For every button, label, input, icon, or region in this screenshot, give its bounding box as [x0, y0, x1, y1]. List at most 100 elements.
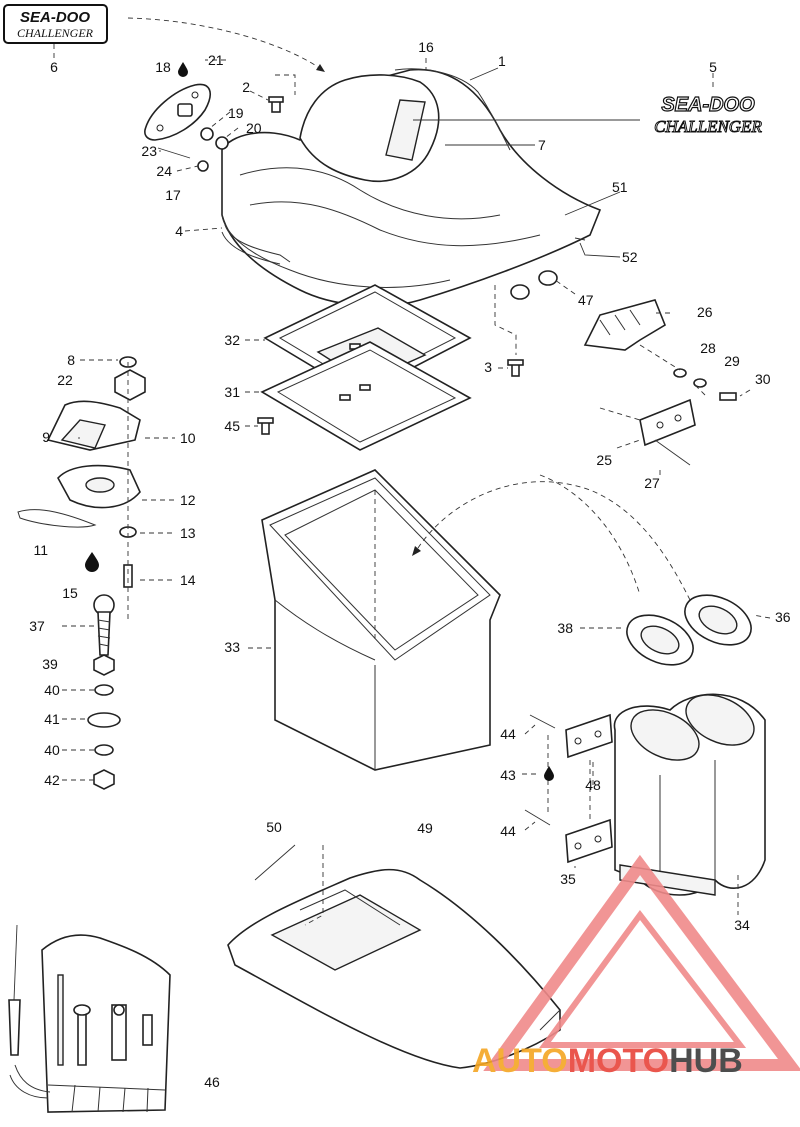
washer-19	[200, 127, 214, 141]
callout-p32: 32	[224, 332, 240, 348]
callout-p20: 20	[246, 120, 262, 136]
callout-p6: 6	[50, 59, 58, 75]
seat-bottom-edge	[221, 214, 451, 288]
seat-assembly	[221, 68, 602, 307]
callout-p27: 27	[644, 475, 660, 491]
nut-42	[93, 769, 115, 790]
washer-40a	[94, 684, 114, 696]
rivet-27	[654, 439, 691, 466]
callout-p9: 9	[42, 429, 50, 445]
seat-latch-hardware	[144, 62, 229, 172]
pin-23	[157, 147, 191, 159]
washer-24	[197, 160, 209, 172]
strap-plate-upper	[565, 713, 613, 759]
callout-p49: 49	[417, 820, 433, 836]
seat-decal-patch	[385, 99, 426, 161]
strap-plate-lower	[565, 818, 613, 864]
bracket-hole-icon-2	[191, 91, 199, 99]
callout-p11: 11	[33, 542, 48, 558]
bolt-2	[268, 96, 284, 113]
bolt-30	[719, 392, 737, 401]
callout-p18: 18	[155, 59, 171, 75]
decal-logo-small: SEA-DOO CHALLENGER	[3, 4, 108, 44]
seat-contour-1	[239, 167, 501, 220]
bracket-26	[583, 299, 666, 351]
callout-p19: 19	[228, 105, 244, 121]
decal-brand-text-large: SEA-DOO	[661, 94, 755, 116]
callout-p15: 15	[62, 585, 78, 601]
plate-25	[639, 398, 696, 447]
callout-p51: 51	[612, 179, 628, 195]
latch-assembly	[17, 356, 146, 588]
callout-p5: 5	[709, 59, 717, 75]
leader-screw-3	[494, 285, 517, 355]
callout-p40b: 40	[44, 742, 60, 758]
bumper-47a	[510, 284, 530, 300]
washer-29	[693, 378, 707, 388]
strap-hardware	[524, 713, 613, 864]
callout-p4: 4	[175, 223, 183, 239]
oil-drop-icon-43	[544, 766, 554, 781]
callout-p39: 39	[42, 656, 58, 672]
seat-rear-tab	[574, 237, 586, 241]
callout-p7: 7	[538, 137, 546, 153]
seat-contour-2	[249, 201, 541, 247]
decal-model-text: CHALLENGER	[17, 26, 94, 40]
watermark-text: AUTOMOTOHUB	[472, 1042, 743, 1080]
callout-p44b: 44	[500, 823, 516, 839]
callout-p47: 47	[578, 292, 594, 308]
callout-p1: 1	[498, 53, 506, 69]
tool-kit	[9, 934, 171, 1113]
bumper-47b	[538, 270, 558, 286]
callout-p31: 31	[224, 384, 240, 400]
washer-40b	[94, 744, 114, 756]
bracket-hole-icon	[156, 124, 164, 132]
watermark-logo: AUTOMOTOHUB	[472, 854, 800, 1080]
seat-strap	[224, 224, 291, 263]
screwdriver	[8, 924, 21, 1056]
cable-11	[17, 509, 97, 528]
knob-hardware-stack	[87, 594, 121, 790]
washer-41	[87, 712, 121, 728]
callout-p42: 42	[44, 772, 60, 788]
watermark-triangle-icon	[483, 854, 800, 1071]
rivet-44b	[524, 809, 551, 826]
callout-p29: 29	[724, 353, 740, 369]
callout-p8: 8	[67, 352, 75, 368]
callout-p52: 52	[622, 249, 638, 265]
callout-p50: 50	[266, 819, 282, 835]
cover-38	[626, 614, 694, 666]
seat-strap-edge	[221, 231, 281, 265]
callout-p14: 14	[180, 572, 196, 588]
bracket-hardware	[510, 270, 737, 466]
callout-p22: 22	[57, 372, 73, 388]
callout-p16: 16	[418, 39, 434, 55]
rivet-50	[254, 844, 296, 881]
callout-p33: 33	[224, 639, 240, 655]
callout-p2: 2	[242, 79, 250, 95]
callout-p44a: 44	[500, 726, 516, 742]
callout-p17: 17	[165, 187, 181, 203]
leader-washer-28	[639, 344, 681, 371]
block-22	[114, 369, 146, 401]
leader-bolt-2	[275, 74, 296, 95]
seat-top-contour	[394, 68, 511, 151]
callout-p24: 24	[156, 163, 172, 179]
callout-p38: 38	[557, 620, 573, 636]
callout-p45: 45	[224, 418, 240, 434]
callout-p12: 12	[180, 492, 196, 508]
callout-p13: 13	[180, 525, 196, 541]
storage-bin	[261, 469, 501, 771]
screw-14	[123, 564, 133, 588]
leader-plate-25	[599, 407, 641, 421]
storage-tray	[227, 845, 561, 1069]
nut-39	[93, 654, 115, 676]
callout-p34: 34	[734, 917, 750, 933]
callout-p21: 21	[208, 52, 224, 68]
washer-20	[215, 136, 229, 150]
oil-drop-icon-15	[85, 552, 99, 572]
leader-lines	[53, 44, 771, 915]
